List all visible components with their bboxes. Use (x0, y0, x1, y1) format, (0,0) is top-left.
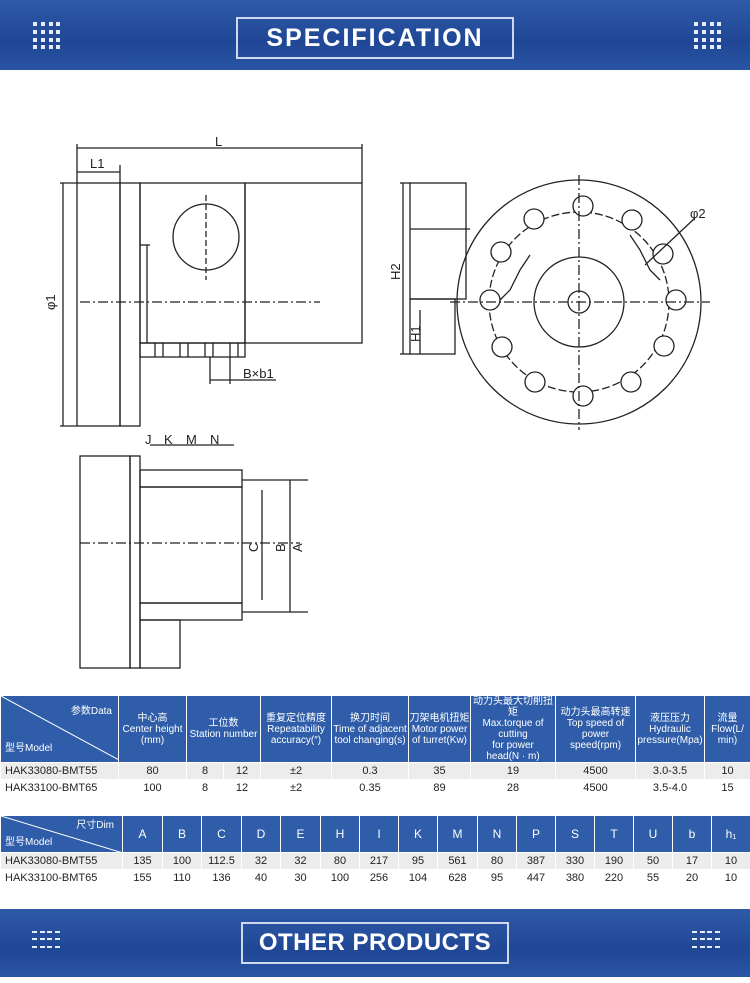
grid-icon (32, 931, 60, 951)
dim-phi2: φ2 (690, 206, 706, 221)
table-row: HAK33100-BMT65 155 110 136 40 30 100 256… (0, 869, 750, 887)
header-max-torque: 动力头最大切削扭矩 Max.torque of cutting for powe… (470, 695, 557, 763)
grid-icon (692, 931, 720, 951)
grid-icon (694, 22, 722, 50)
dimension-table: 尺寸Dim 型号Model A B C D E H I K M N P S T … (0, 815, 750, 887)
header-motor-power: 刀架电机扭矩 Motor power of turret(Kw) (408, 695, 472, 763)
specification-title: SPECIFICATION (236, 17, 514, 59)
table-corner: 尺寸Dim 型号Model (0, 815, 123, 853)
dim-a: A (290, 543, 305, 552)
header-banner: SPECIFICATION (0, 0, 750, 70)
header-hydraulic-pressure: 液压压力 Hydraulic pressure(Mpa) (635, 695, 706, 763)
dim-k: K (164, 432, 173, 447)
footer-banner: OTHER PRODUCTS (0, 909, 750, 977)
parameter-table: 参数Data 型号Model 中心高 Center height (mm) 工位… (0, 695, 750, 797)
header-center-height: 中心高 Center height (mm) (118, 695, 187, 763)
grid-icon (33, 22, 61, 50)
flange-body (76, 182, 121, 427)
table-corner: 参数Data 型号Model (0, 695, 119, 763)
dim-b: B (273, 543, 288, 552)
dim-j: J (145, 432, 152, 447)
header-repeatability: 重复定位精度 Repeatability accuracy(″) (260, 695, 333, 763)
header-top-speed: 动力头最高转速 Top speed of power speed(rpm) (555, 695, 637, 763)
dim-phi1: φ1 (43, 294, 58, 310)
dim-l: L (215, 134, 222, 149)
dim-h2: H2 (388, 263, 403, 280)
header-station-number: 工位数 Station number (185, 695, 262, 763)
table-row: HAK33080-BMT55 135 100 112.5 32 32 80 21… (0, 852, 750, 870)
header-flow: 流量 Flow(L/ min) (704, 695, 750, 763)
dim-bxb1: B×b1 (243, 366, 274, 381)
other-products-title[interactable]: OTHER PRODUCTS (241, 922, 509, 964)
header-tool-changing: 换刀时间 Time of adjacent tool changing(s) (331, 695, 410, 763)
dim-m: M (186, 432, 197, 447)
dim-n: N (210, 432, 219, 447)
dim-l1: L1 (90, 156, 104, 171)
technical-drawing: L L1 φ1 B×b1 H2 H1 φ2 J K M N C B A (43, 134, 710, 669)
dim-c: C (246, 543, 261, 552)
table-row: HAK33100-BMT65 100 8 12 ±2 0.35 89 28 45… (0, 779, 750, 797)
dim-h1: H1 (408, 325, 423, 342)
table-row: HAK33080-BMT55 80 8 12 ±2 0.3 35 19 4500… (0, 762, 750, 780)
